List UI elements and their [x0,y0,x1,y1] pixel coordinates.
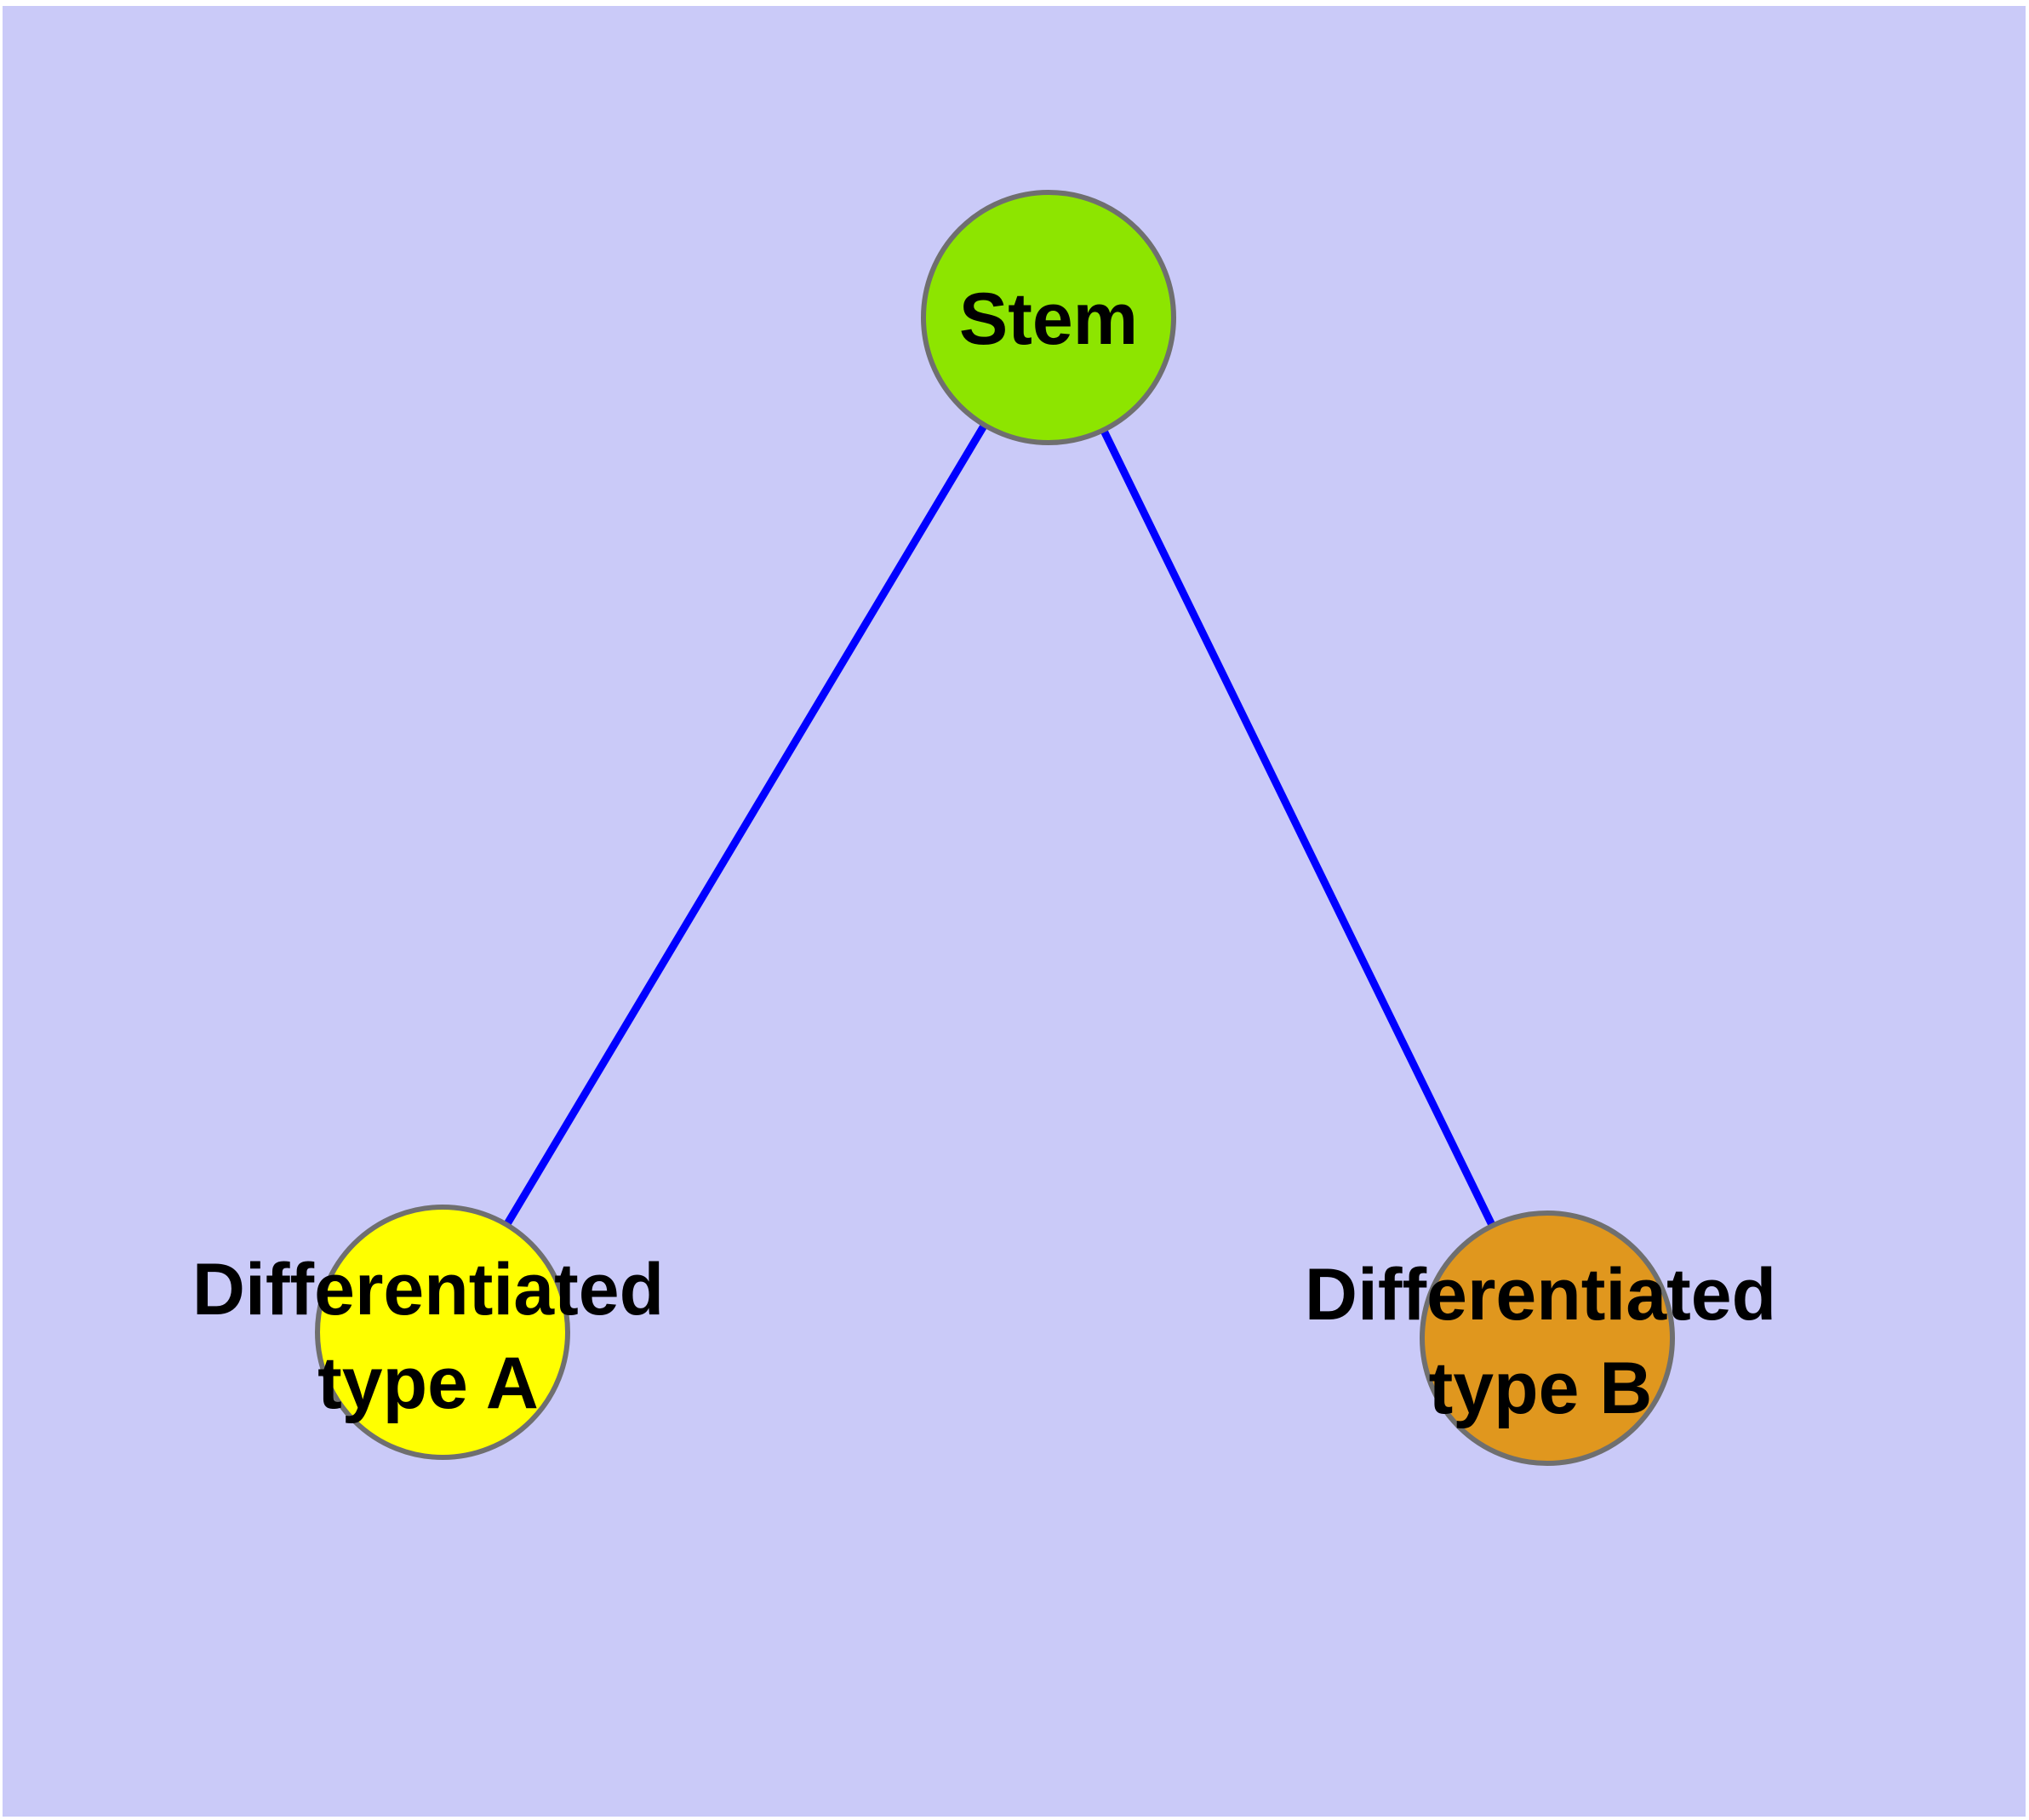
node-stem-label: Stem [959,278,1138,360]
node-differentiated-type-a-label-line1: Differentiated [192,1249,664,1331]
node-differentiated-type-b[interactable] [1420,1210,1675,1466]
node-differentiated-type-a-label-line2: type A [317,1342,539,1424]
node-stem[interactable] [921,190,1176,445]
edge-stem-to-type-b[interactable] [1044,316,1552,1340]
node-differentiated-type-b-label-line2: type B [1429,1348,1653,1429]
node-differentiated-type-a[interactable] [315,1205,570,1460]
node-differentiated-type-b-label-line1: Differentiated [1305,1254,1776,1336]
edge-stem-to-type-a[interactable] [439,315,1052,1335]
